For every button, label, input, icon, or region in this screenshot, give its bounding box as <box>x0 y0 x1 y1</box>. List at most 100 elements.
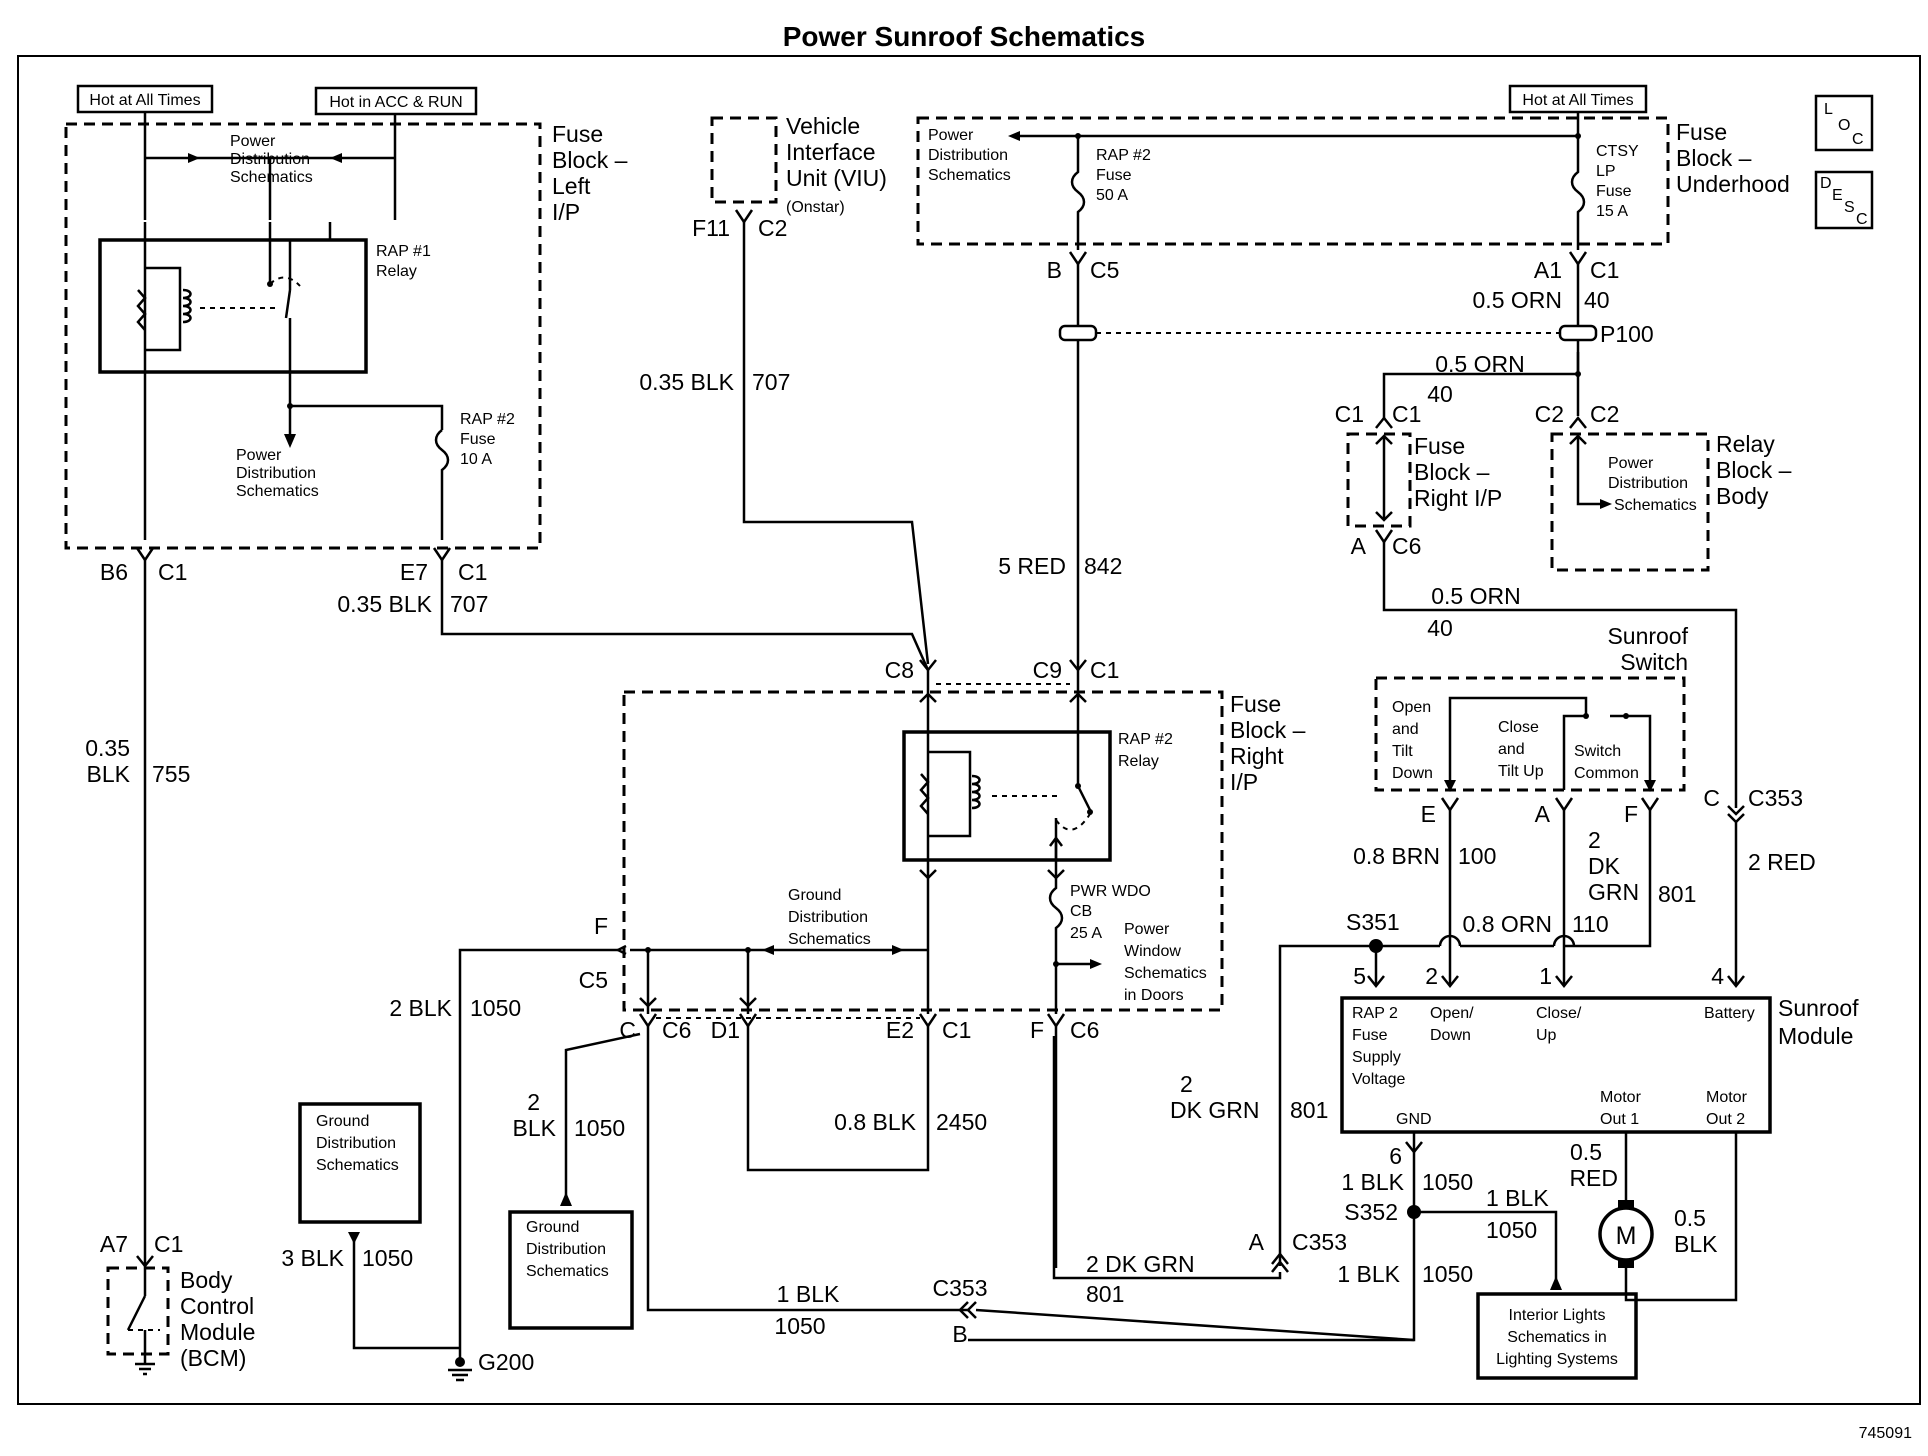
c353-a-name: C353 <box>1292 1229 1347 1255</box>
fuse-block-left-boundary <box>64 122 542 550</box>
w1050-c353-gauge: 1 BLK <box>777 1281 840 1307</box>
w801-sw-2: DK <box>1588 853 1621 879</box>
relay-body-name-3: Body <box>1716 483 1769 509</box>
fbr-e2: E2 <box>886 1017 914 1043</box>
switch-close-3: Tilt Up <box>1498 763 1544 780</box>
connector-e7-c1: E7 C1 <box>400 547 487 585</box>
c353-pin-c: C <box>1703 785 1720 811</box>
sunroof-module: 5 2 1 4 Sunroof Module RAP 2 Fuse Supply… <box>1340 963 1859 1134</box>
interior-lights-2: Schematics in <box>1507 1329 1607 1346</box>
w1050-bot-circuit: 1050 <box>1422 1261 1473 1287</box>
fb-right-top-conn-c6: C6 <box>1392 533 1421 559</box>
underhood-pin-a1: A1 <box>1534 257 1562 283</box>
ctsy-fuse-1: CTSY <box>1596 143 1639 160</box>
motor-label: M <box>1616 1222 1637 1250</box>
module-name-2: Module <box>1778 1023 1853 1049</box>
fbr-name-4: I/P <box>1230 769 1258 795</box>
sunroof-switch-boundary <box>1374 676 1686 792</box>
motor-red-1: 0.5 <box>1570 1139 1602 1165</box>
module-name-1: Sunroof <box>1778 995 1859 1021</box>
svg-text:S: S <box>1844 199 1855 216</box>
viu-pin: F11 <box>692 215 730 241</box>
module-m1-2: Out 1 <box>1600 1111 1639 1128</box>
s352-label: S352 <box>1344 1199 1398 1225</box>
bcm-name-2: Control <box>180 1293 254 1319</box>
w40-top-gauge: 0.5 ORN <box>1473 287 1562 313</box>
fbr-name-1: Fuse <box>1230 691 1281 717</box>
fb-right-top-pin-a: A <box>1351 533 1367 559</box>
pds-bottom-2: Distribution <box>236 465 316 482</box>
rap2-fuse-10a-2: Fuse <box>460 431 496 448</box>
rap2-fuse-10a-3: 10 A <box>460 451 492 468</box>
sunroof-switch-name-2: Switch <box>1620 649 1688 675</box>
fbr-pws-3: Schematics <box>1124 965 1207 982</box>
switch-open-1: Open <box>1392 699 1431 716</box>
fbr-c8: C8 <box>885 657 914 683</box>
relay-body-pds-2: Distribution <box>1608 475 1688 492</box>
w1050-mod-gauge: 1 BLK <box>1341 1169 1404 1195</box>
fbr-c1b: C1 <box>942 1017 971 1043</box>
svg-text:C: C <box>1852 131 1864 148</box>
fbr-ground-2: Distribution <box>788 909 868 926</box>
figure-id: 745091 <box>1859 1425 1912 1442</box>
ground-distribution-box-b: Ground Distribution Schematics <box>508 1210 634 1330</box>
w1050-c-1: 2 <box>527 1089 540 1115</box>
underhood-pds-1: Power <box>928 127 974 144</box>
fuse-block-left-ip: Hot at All Times Hot in ACC & RUN Fuse B… <box>64 84 628 550</box>
fbr-d1: D1 <box>711 1017 740 1043</box>
fuse-block-right-ip: C8 C9 C1 Fuse Block – Right I/P RAP #2 R… <box>579 657 1306 1043</box>
module-battery: Battery <box>1704 1005 1755 1022</box>
fbr-c9: C9 <box>1033 657 1062 683</box>
w1050-mod-circuit: 1050 <box>1422 1169 1473 1195</box>
switch-common-2: Common <box>1574 765 1639 782</box>
hot-at-all-times-right: Hot at All Times <box>1522 92 1633 109</box>
rap2-relay-1: RAP #2 <box>1118 731 1173 748</box>
outer-frame <box>17 55 1921 1405</box>
fbr-c5: C5 <box>579 967 608 993</box>
rap1-relay-2: Relay <box>376 263 417 280</box>
fbr-c1: C1 <box>1090 657 1119 683</box>
schematic-title: Power Sunroof Schematics <box>783 21 1146 52</box>
w801-mod-2: DK GRN <box>1170 1097 1259 1123</box>
w2red: 2 RED <box>1748 849 1816 875</box>
rap2-relay-2: Relay <box>1118 753 1159 770</box>
switch-open-2: and <box>1392 721 1419 738</box>
p100-conn-right <box>1558 324 1598 342</box>
viu-boundary <box>710 116 778 204</box>
switch-close-1: Close <box>1498 719 1539 736</box>
fuse-block-left-name-1: Fuse <box>552 121 603 147</box>
w40-top-circuit: 40 <box>1584 287 1610 313</box>
viu-note: (Onstar) <box>786 199 845 216</box>
fb-right-top-c1-left: C1 <box>1335 401 1364 427</box>
pds-bottom-3: Schematics <box>236 483 319 500</box>
w707-left-circuit: 707 <box>450 591 488 617</box>
fbr-name-2: Block – <box>1230 717 1306 743</box>
w801-sw-1: 2 <box>1588 827 1601 853</box>
ground-a-3: Schematics <box>316 1157 399 1174</box>
switch-open-3: Tilt <box>1392 743 1413 760</box>
switch-common-1: Switch <box>1574 743 1621 760</box>
ground-a-1: Ground <box>316 1113 369 1130</box>
pds-top-3: Schematics <box>230 169 313 186</box>
rap2-fuse-10a-1: RAP #2 <box>460 411 515 428</box>
underhood-name-2: Block – <box>1676 145 1752 171</box>
fbr-cb-2: CB <box>1070 903 1092 920</box>
w1050-g200-gauge: 3 BLK <box>281 1245 344 1271</box>
w707-left-gauge: 0.35 BLK <box>337 591 432 617</box>
c353-a-pin: A <box>1249 1229 1265 1255</box>
underhood-conn-c5: C5 <box>1090 257 1119 283</box>
rap2-fuse-50a-1: RAP #2 <box>1096 147 1151 164</box>
w100-gauge: 0.8 BRN <box>1353 843 1440 869</box>
pds-bottom-1: Power <box>236 447 282 464</box>
relay-body-name-2: Block – <box>1716 457 1792 483</box>
hot-in-acc-run: Hot in ACC & RUN <box>329 94 462 111</box>
ground-b-3: Schematics <box>526 1263 609 1280</box>
e7-label: E7 <box>400 559 428 585</box>
fbr-pws-1: Power <box>1124 921 1170 938</box>
w842-circuit: 842 <box>1084 553 1122 579</box>
bcm-name-3: Module <box>180 1319 255 1345</box>
w1050-c-3: 1050 <box>574 1115 625 1141</box>
motor-red-2: RED <box>1569 1165 1618 1191</box>
underhood-boundary <box>916 116 1670 246</box>
module-m2-1: Motor <box>1706 1089 1748 1106</box>
